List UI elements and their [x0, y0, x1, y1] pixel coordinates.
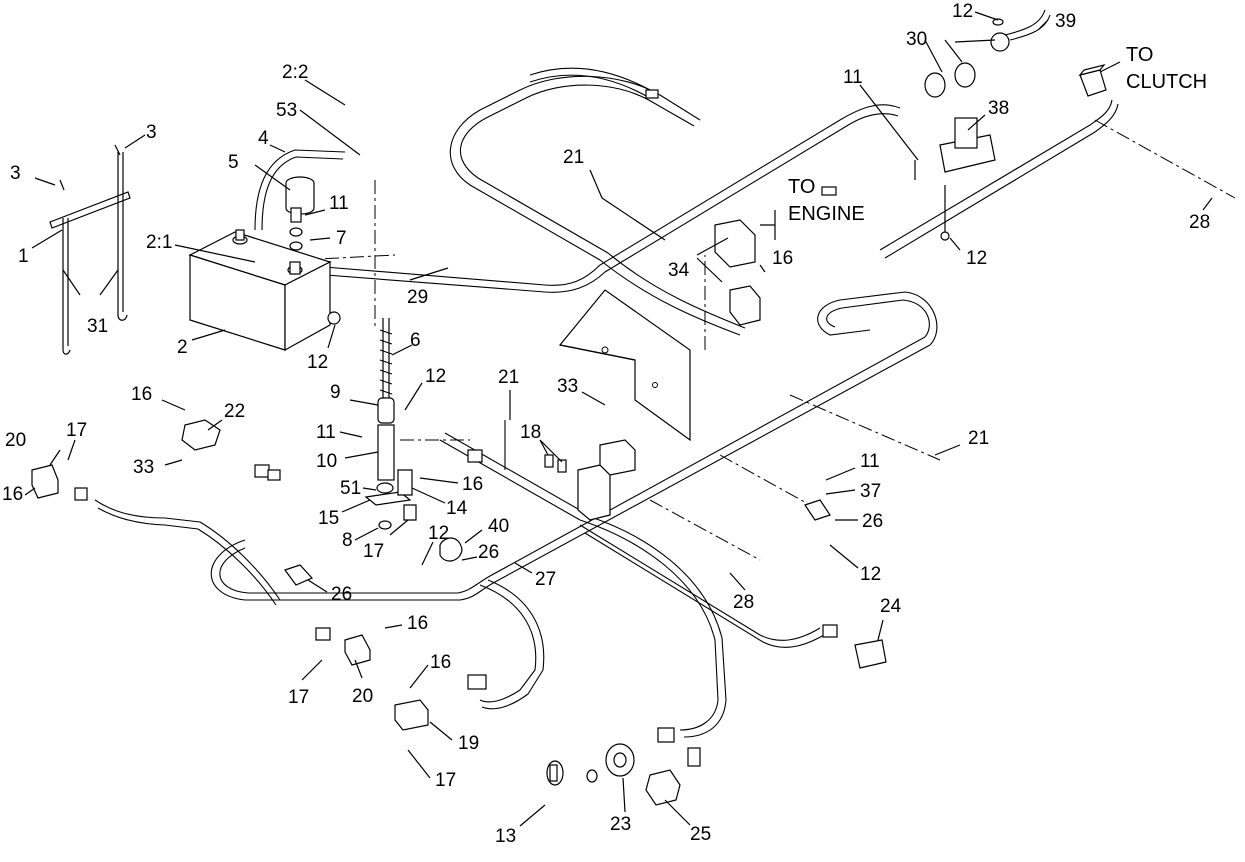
callout-17: 17 — [288, 687, 309, 708]
callout-21: 21 — [563, 147, 584, 168]
to-engine-label-line2: ENGINE — [788, 203, 865, 225]
callout-13: 13 — [495, 826, 516, 847]
callout-10: 10 — [316, 451, 337, 472]
callout-12: 12 — [952, 1, 973, 22]
callout-28: 28 — [733, 592, 754, 613]
clutch-connector — [1078, 63, 1107, 97]
callout-5: 5 — [228, 152, 239, 173]
callout-16: 16 — [131, 384, 152, 405]
to-clutch-label-line1: TO — [1126, 44, 1153, 66]
battery — [188, 229, 332, 352]
callout-2-1: 2:1 — [146, 232, 172, 253]
callout-18: 18 — [520, 422, 541, 443]
callout-21: 21 — [498, 367, 519, 388]
callout-16: 16 — [462, 474, 483, 495]
callout-37: 37 — [860, 481, 881, 502]
callout-12: 12 — [428, 523, 449, 544]
callout-33: 33 — [133, 457, 154, 478]
callout-11: 11 — [329, 193, 349, 214]
callout-38: 38 — [988, 98, 1009, 119]
alignment-centerlines — [299, 119, 1236, 561]
destination-notes: TO CLUTCH TO ENGINE — [788, 44, 1207, 225]
callout-20: 20 — [5, 430, 26, 451]
callout-2: 2 — [177, 337, 188, 358]
callout-3: 3 — [10, 163, 21, 184]
callout-16: 16 — [2, 484, 23, 505]
callout-8: 8 — [342, 530, 353, 551]
callout-19: 19 — [458, 733, 479, 754]
callout-25: 25 — [690, 824, 711, 845]
callout-26: 26 — [331, 584, 352, 605]
callout-17: 17 — [66, 420, 87, 441]
callout-27: 27 — [535, 569, 556, 590]
leader-lines — [24, 11, 1213, 827]
callout-15: 15 — [318, 508, 339, 529]
callout-4: 4 — [258, 128, 269, 149]
spring-rod-assembly — [364, 318, 417, 530]
callout-17: 17 — [363, 541, 384, 562]
callout-11: 11 — [843, 67, 863, 88]
callout-28: 28 — [1189, 212, 1210, 233]
callout-30: 30 — [906, 29, 927, 50]
callout-11: 11 — [860, 451, 880, 472]
callout-16: 16 — [407, 613, 428, 634]
dash-switches — [546, 743, 681, 806]
starter-solenoid-group — [914, 9, 1051, 241]
callout-12: 12 — [966, 248, 987, 269]
callout-23: 23 — [610, 814, 631, 835]
callout-34: 34 — [668, 260, 690, 281]
harness-connectors — [74, 89, 838, 767]
callout-2-2: 2:2 — [282, 62, 308, 83]
callout-40: 40 — [488, 516, 509, 537]
callout-39: 39 — [1055, 11, 1076, 32]
callout-33: 33 — [557, 376, 578, 397]
callout-16: 16 — [772, 248, 793, 269]
main-wire-harness — [94, 67, 1119, 738]
callout-3: 3 — [146, 122, 157, 143]
fuse-block — [544, 439, 636, 521]
callout-12: 12 — [307, 352, 328, 373]
callout-21: 21 — [968, 428, 989, 449]
callout-12: 12 — [860, 564, 881, 585]
battery-hold-down — [49, 144, 131, 355]
callout-53: 53 — [276, 100, 297, 121]
callout-31: 31 — [87, 316, 108, 337]
callout-16: 16 — [430, 652, 451, 673]
callout-labels: 12 39 30 11 38 2:2 53 4 3 3 5 11 7 2:1 1… — [2, 1, 1210, 847]
callout-1: 1 — [18, 246, 29, 267]
callout-24: 24 — [880, 596, 902, 617]
callout-22: 22 — [224, 401, 245, 422]
callout-26: 26 — [862, 511, 883, 532]
callout-7: 7 — [336, 228, 347, 249]
interlock-switches — [31, 419, 887, 731]
callout-11: 11 — [316, 422, 336, 443]
callout-17: 17 — [435, 770, 456, 791]
callout-20: 20 — [352, 686, 373, 707]
callout-9: 9 — [330, 382, 341, 403]
callout-29: 29 — [407, 287, 428, 308]
relays — [714, 210, 776, 326]
callout-51: 51 — [340, 478, 361, 499]
to-clutch-label-line2: CLUTCH — [1126, 71, 1207, 93]
callout-6: 6 — [410, 330, 421, 351]
solenoid-5 — [285, 176, 341, 325]
callout-12: 12 — [425, 366, 446, 387]
mounting-bracket — [558, 289, 691, 442]
to-engine-label-line1: TO — [788, 176, 815, 198]
callout-26: 26 — [478, 542, 499, 563]
callout-14: 14 — [446, 498, 468, 519]
